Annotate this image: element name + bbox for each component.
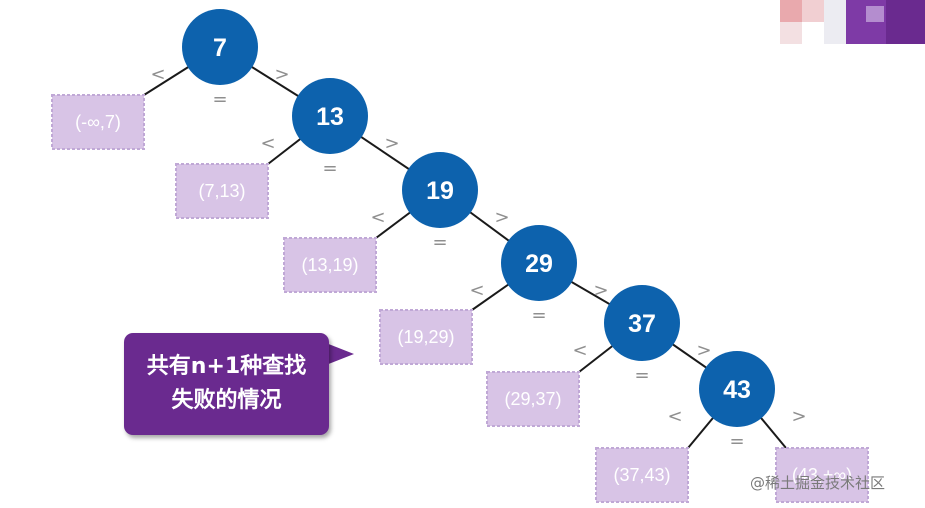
- failure-interval-f6: (43,+∞): [775, 447, 869, 503]
- node-circle: [501, 225, 577, 301]
- watermark: @稀土掘金技术社区: [750, 474, 886, 492]
- node-circle: [699, 351, 775, 427]
- tree-node-7: 7: [182, 9, 258, 85]
- failure-box: [595, 447, 689, 503]
- node-circle: [604, 285, 680, 361]
- failure-interval-label: (13,19): [301, 255, 358, 275]
- failure-interval-label: (37,43): [613, 465, 670, 485]
- node-label: 29: [525, 250, 553, 278]
- callout-box: 共有n+1种查找 失败的情况: [124, 333, 329, 435]
- failure-interval-label: (29,37): [504, 389, 561, 409]
- tree-node-29: 29: [501, 225, 577, 301]
- branch-label-greater-43: >: [791, 406, 806, 427]
- branch-label-equal-43: =: [729, 431, 744, 452]
- node-circle: [402, 152, 478, 228]
- callout-line-2: 失败的情况: [171, 388, 282, 413]
- branch-label-less-7: <: [150, 64, 165, 85]
- failure-interval-label: (7,13): [198, 181, 245, 201]
- branch-label-less-43: <: [667, 406, 682, 427]
- branch-label-greater-7: >: [274, 64, 289, 85]
- failure-interval-f2: (13,19): [283, 237, 377, 293]
- tree-node-43: 43: [699, 351, 775, 427]
- branch-label-greater-19: >: [494, 207, 509, 228]
- failure-box: [775, 447, 869, 503]
- branch-label-equal-19: =: [432, 232, 447, 253]
- branch-label-greater-37: >: [696, 340, 711, 361]
- failure-interval-f5: (37,43): [595, 447, 689, 503]
- node-layer: 7 13 19 29 37 43: [182, 9, 775, 427]
- failure-box: [51, 94, 145, 150]
- tree-node-37: 37: [604, 285, 680, 361]
- failure-interval-label: (43,+∞): [792, 465, 852, 485]
- callout-line-1: 共有n+1种查找: [146, 354, 307, 379]
- node-label: 7: [213, 34, 227, 62]
- tree-node-19: 19: [402, 152, 478, 228]
- branch-label-less-19: <: [370, 207, 385, 228]
- blurred-logo: [780, 0, 925, 44]
- failure-box: [379, 309, 473, 365]
- branch-label-less-13: <: [260, 133, 275, 154]
- failure-interval-layer: (-∞,7) (7,13) (13,19) (19,29) (29,37) (37,43)…: [51, 94, 869, 503]
- node-label: 19: [426, 177, 454, 205]
- branch-label-equal-7: =: [212, 89, 227, 110]
- callout-pointer: [326, 343, 354, 365]
- branch-label-greater-13: >: [384, 133, 399, 154]
- failure-interval-f3: (19,29): [379, 309, 473, 365]
- branch-label-equal-37: =: [634, 365, 649, 386]
- node-label: 13: [316, 103, 344, 131]
- comparison-label-layer: < = > < = > < = > < = > < = > < = >: [150, 64, 806, 452]
- node-circle: [292, 78, 368, 154]
- branch-label-less-29: <: [469, 280, 484, 301]
- failure-box: [486, 371, 580, 427]
- failure-interval-f4: (29,37): [486, 371, 580, 427]
- node-circle: [182, 9, 258, 85]
- failure-interval-f1: (7,13): [175, 163, 269, 219]
- branch-label-less-37: <: [572, 340, 587, 361]
- failure-interval-label: (-∞,7): [75, 112, 121, 132]
- failure-box: [175, 163, 269, 219]
- branch-label-equal-13: =: [322, 158, 337, 179]
- tree-node-13: 13: [292, 78, 368, 154]
- failure-interval-label: (19,29): [397, 327, 454, 347]
- branch-label-equal-29: =: [531, 305, 546, 326]
- node-label: 43: [723, 376, 751, 404]
- branch-label-greater-29: >: [593, 280, 608, 301]
- node-label: 37: [628, 310, 656, 338]
- failure-interval-f0: (-∞,7): [51, 94, 145, 150]
- failure-box: [283, 237, 377, 293]
